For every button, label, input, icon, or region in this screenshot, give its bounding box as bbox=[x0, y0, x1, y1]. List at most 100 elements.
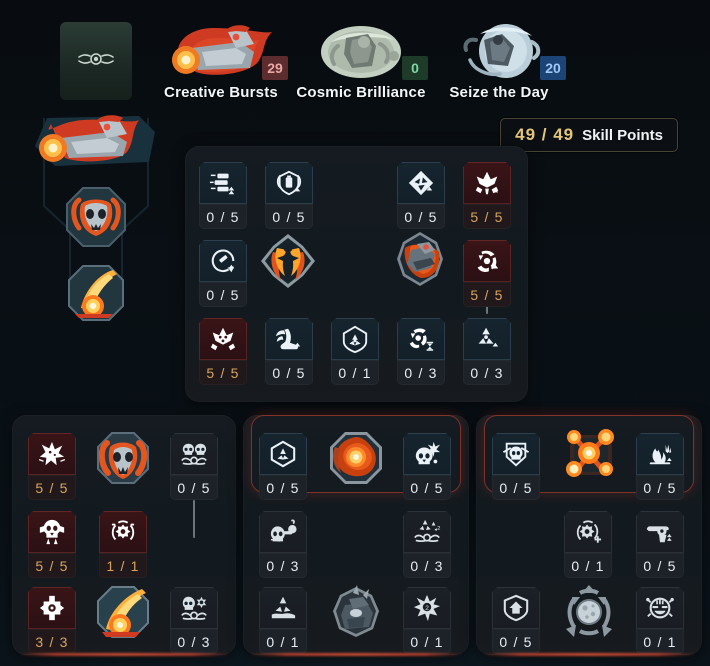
skill-node[interactable]: 0 / 5 bbox=[170, 433, 218, 500]
spiked-star-icon bbox=[403, 587, 451, 629]
skill-node-level: 0 / 3 bbox=[463, 360, 511, 385]
a-c-2[interactable] bbox=[327, 583, 385, 641]
skill-node[interactable]: 5 / 5 bbox=[28, 511, 76, 578]
a-r-2[interactable] bbox=[560, 583, 618, 641]
skill-node[interactable]: 0 / 5 bbox=[636, 511, 684, 578]
skill-node-level: 0 / 3 bbox=[403, 553, 451, 578]
tab-cosmic-brilliance[interactable]: 0 Cosmic Brilliance bbox=[290, 20, 432, 112]
tab-badge-value: 0 bbox=[411, 60, 419, 76]
rail-ability-3[interactable] bbox=[63, 260, 129, 326]
skill-node[interactable]: 5 / 5 bbox=[463, 240, 511, 307]
skill-node[interactable]: 0 / 5 bbox=[492, 587, 540, 654]
skill-node-level: 0 / 5 bbox=[199, 282, 247, 307]
skill-node[interactable]: 3 / 3 bbox=[28, 587, 76, 654]
skill-node-level: 5 / 5 bbox=[463, 282, 511, 307]
skill-node[interactable]: 0 / 5 bbox=[636, 433, 684, 500]
skill-node[interactable]: 0 / 5 bbox=[259, 433, 307, 500]
a-m-1[interactable] bbox=[259, 232, 317, 290]
skill-node[interactable]: 5 / 5 bbox=[463, 162, 511, 229]
skill-node-level: 0 / 5 bbox=[492, 475, 540, 500]
a-r-1[interactable] bbox=[560, 425, 618, 483]
diamond-shards-icon bbox=[397, 162, 445, 204]
cycle-timer-icon bbox=[397, 318, 445, 360]
skill-node[interactable]: 0 / 5 bbox=[199, 162, 247, 229]
skill-node-level: 0 / 1 bbox=[636, 629, 684, 654]
happy-face-icon bbox=[636, 587, 684, 629]
skill-node[interactable]: 0 / 5 bbox=[492, 433, 540, 500]
class-emblem-card[interactable] bbox=[60, 22, 132, 100]
radiation-tri-icon bbox=[463, 318, 511, 360]
skill-node-level: 0 / 5 bbox=[199, 204, 247, 229]
skill-node[interactable]: 0 / 5 bbox=[403, 433, 451, 500]
skill-node[interactable]: 0 / 1 bbox=[331, 318, 379, 385]
tab-label-creative-bursts: Creative Bursts bbox=[164, 84, 278, 101]
skill-node-level: 0 / 5 bbox=[265, 360, 313, 385]
skull-banner-icon bbox=[492, 433, 540, 475]
double-skull-icon bbox=[170, 433, 218, 475]
tab-art-seize-the-day bbox=[440, 20, 558, 82]
skill-node[interactable]: 0 / 5 bbox=[199, 240, 247, 307]
a-m-2[interactable] bbox=[391, 230, 449, 288]
skill-node[interactable]: 1 / 1 bbox=[99, 511, 147, 578]
shield-battery-icon bbox=[265, 162, 313, 204]
skill-node-level: 5 / 5 bbox=[28, 553, 76, 578]
skill-node[interactable]: 0 / 1 bbox=[259, 587, 307, 654]
ammo-mags-icon bbox=[199, 162, 247, 204]
middle-skill-panel: 0 / 5 0 / 5 0 / 3 0 / 3 0 / 1 0 / 1 bbox=[243, 415, 469, 655]
skill-node[interactable]: 5 / 5 bbox=[28, 433, 76, 500]
skill-node-level: 0 / 1 bbox=[331, 360, 379, 385]
gear-orbit-plus-icon bbox=[564, 511, 612, 553]
hex-radiation-icon bbox=[259, 433, 307, 475]
crown-flame-icon bbox=[199, 318, 247, 360]
fire-spikes-icon bbox=[636, 433, 684, 475]
a-l-2[interactable] bbox=[94, 583, 152, 641]
skill-node[interactable]: 0 / 3 bbox=[397, 318, 445, 385]
tab-seize-the-day[interactable]: 20 Seize the Day bbox=[428, 20, 570, 112]
cycle-shards-icon bbox=[463, 240, 511, 282]
skill-node[interactable]: 0 / 3 bbox=[170, 587, 218, 654]
skill-node[interactable]: 0 / 5 bbox=[397, 162, 445, 229]
skill-node[interactable]: 0 / 1 bbox=[403, 587, 451, 654]
ability-rail bbox=[30, 110, 162, 335]
skill-node-level: 0 / 3 bbox=[259, 553, 307, 578]
skill-node[interactable]: 0 / 3 bbox=[259, 511, 307, 578]
tab-label-seize-the-day: Seize the Day bbox=[449, 84, 549, 101]
skill-node-level: 0 / 5 bbox=[265, 204, 313, 229]
tab-art-cosmic-brilliance bbox=[302, 20, 420, 82]
burst-star-icon bbox=[28, 433, 76, 475]
skill-node[interactable]: 0 / 3 bbox=[463, 318, 511, 385]
skill-node[interactable]: 0 / 3 bbox=[403, 511, 451, 578]
skill-points-label: Skill Points bbox=[582, 126, 663, 144]
a-c-1[interactable] bbox=[327, 429, 385, 487]
rail-ability-1[interactable] bbox=[27, 110, 159, 172]
skill-node[interactable]: 0 / 5 bbox=[265, 318, 313, 385]
skull-gear-wave-icon bbox=[170, 587, 218, 629]
skill-node-level: 0 / 1 bbox=[259, 629, 307, 654]
tab-label-cosmic-brilliance: Cosmic Brilliance bbox=[296, 84, 426, 101]
skill-node-level: 0 / 5 bbox=[170, 475, 218, 500]
skill-points-display: 49 / 49 Skill Points bbox=[500, 118, 678, 152]
tab-creative-bursts[interactable]: 29 Creative Bursts bbox=[150, 20, 292, 112]
reload-speed-icon bbox=[199, 240, 247, 282]
left-skill-panel: 5 / 5 0 / 5 5 / 5 1 / 1 3 / 3 0 / 3 bbox=[12, 415, 236, 655]
gear-orbit-icon bbox=[99, 511, 147, 553]
tab-badge-cosmic-brilliance: 0 bbox=[402, 56, 428, 80]
skill-node-level: 0 / 3 bbox=[170, 629, 218, 654]
skill-node-level: 0 / 5 bbox=[492, 629, 540, 654]
skill-node[interactable]: 0 / 5 bbox=[265, 162, 313, 229]
tab-badge-value: 20 bbox=[545, 60, 561, 76]
a-l-1[interactable] bbox=[94, 429, 152, 487]
winged-boot-icon bbox=[265, 318, 313, 360]
skill-node[interactable]: 5 / 5 bbox=[199, 318, 247, 385]
radiation-wave-icon bbox=[403, 511, 451, 553]
rail-ability-2[interactable] bbox=[63, 184, 129, 250]
skill-node-level: 0 / 5 bbox=[636, 553, 684, 578]
tab-badge-value: 29 bbox=[267, 60, 283, 76]
skill-node-level: 0 / 5 bbox=[403, 475, 451, 500]
shield-home-icon bbox=[492, 587, 540, 629]
skill-node-level: 0 / 1 bbox=[564, 553, 612, 578]
skull-bomb-icon bbox=[259, 511, 307, 553]
skill-node[interactable]: 0 / 1 bbox=[636, 587, 684, 654]
skill-node[interactable]: 0 / 1 bbox=[564, 511, 612, 578]
